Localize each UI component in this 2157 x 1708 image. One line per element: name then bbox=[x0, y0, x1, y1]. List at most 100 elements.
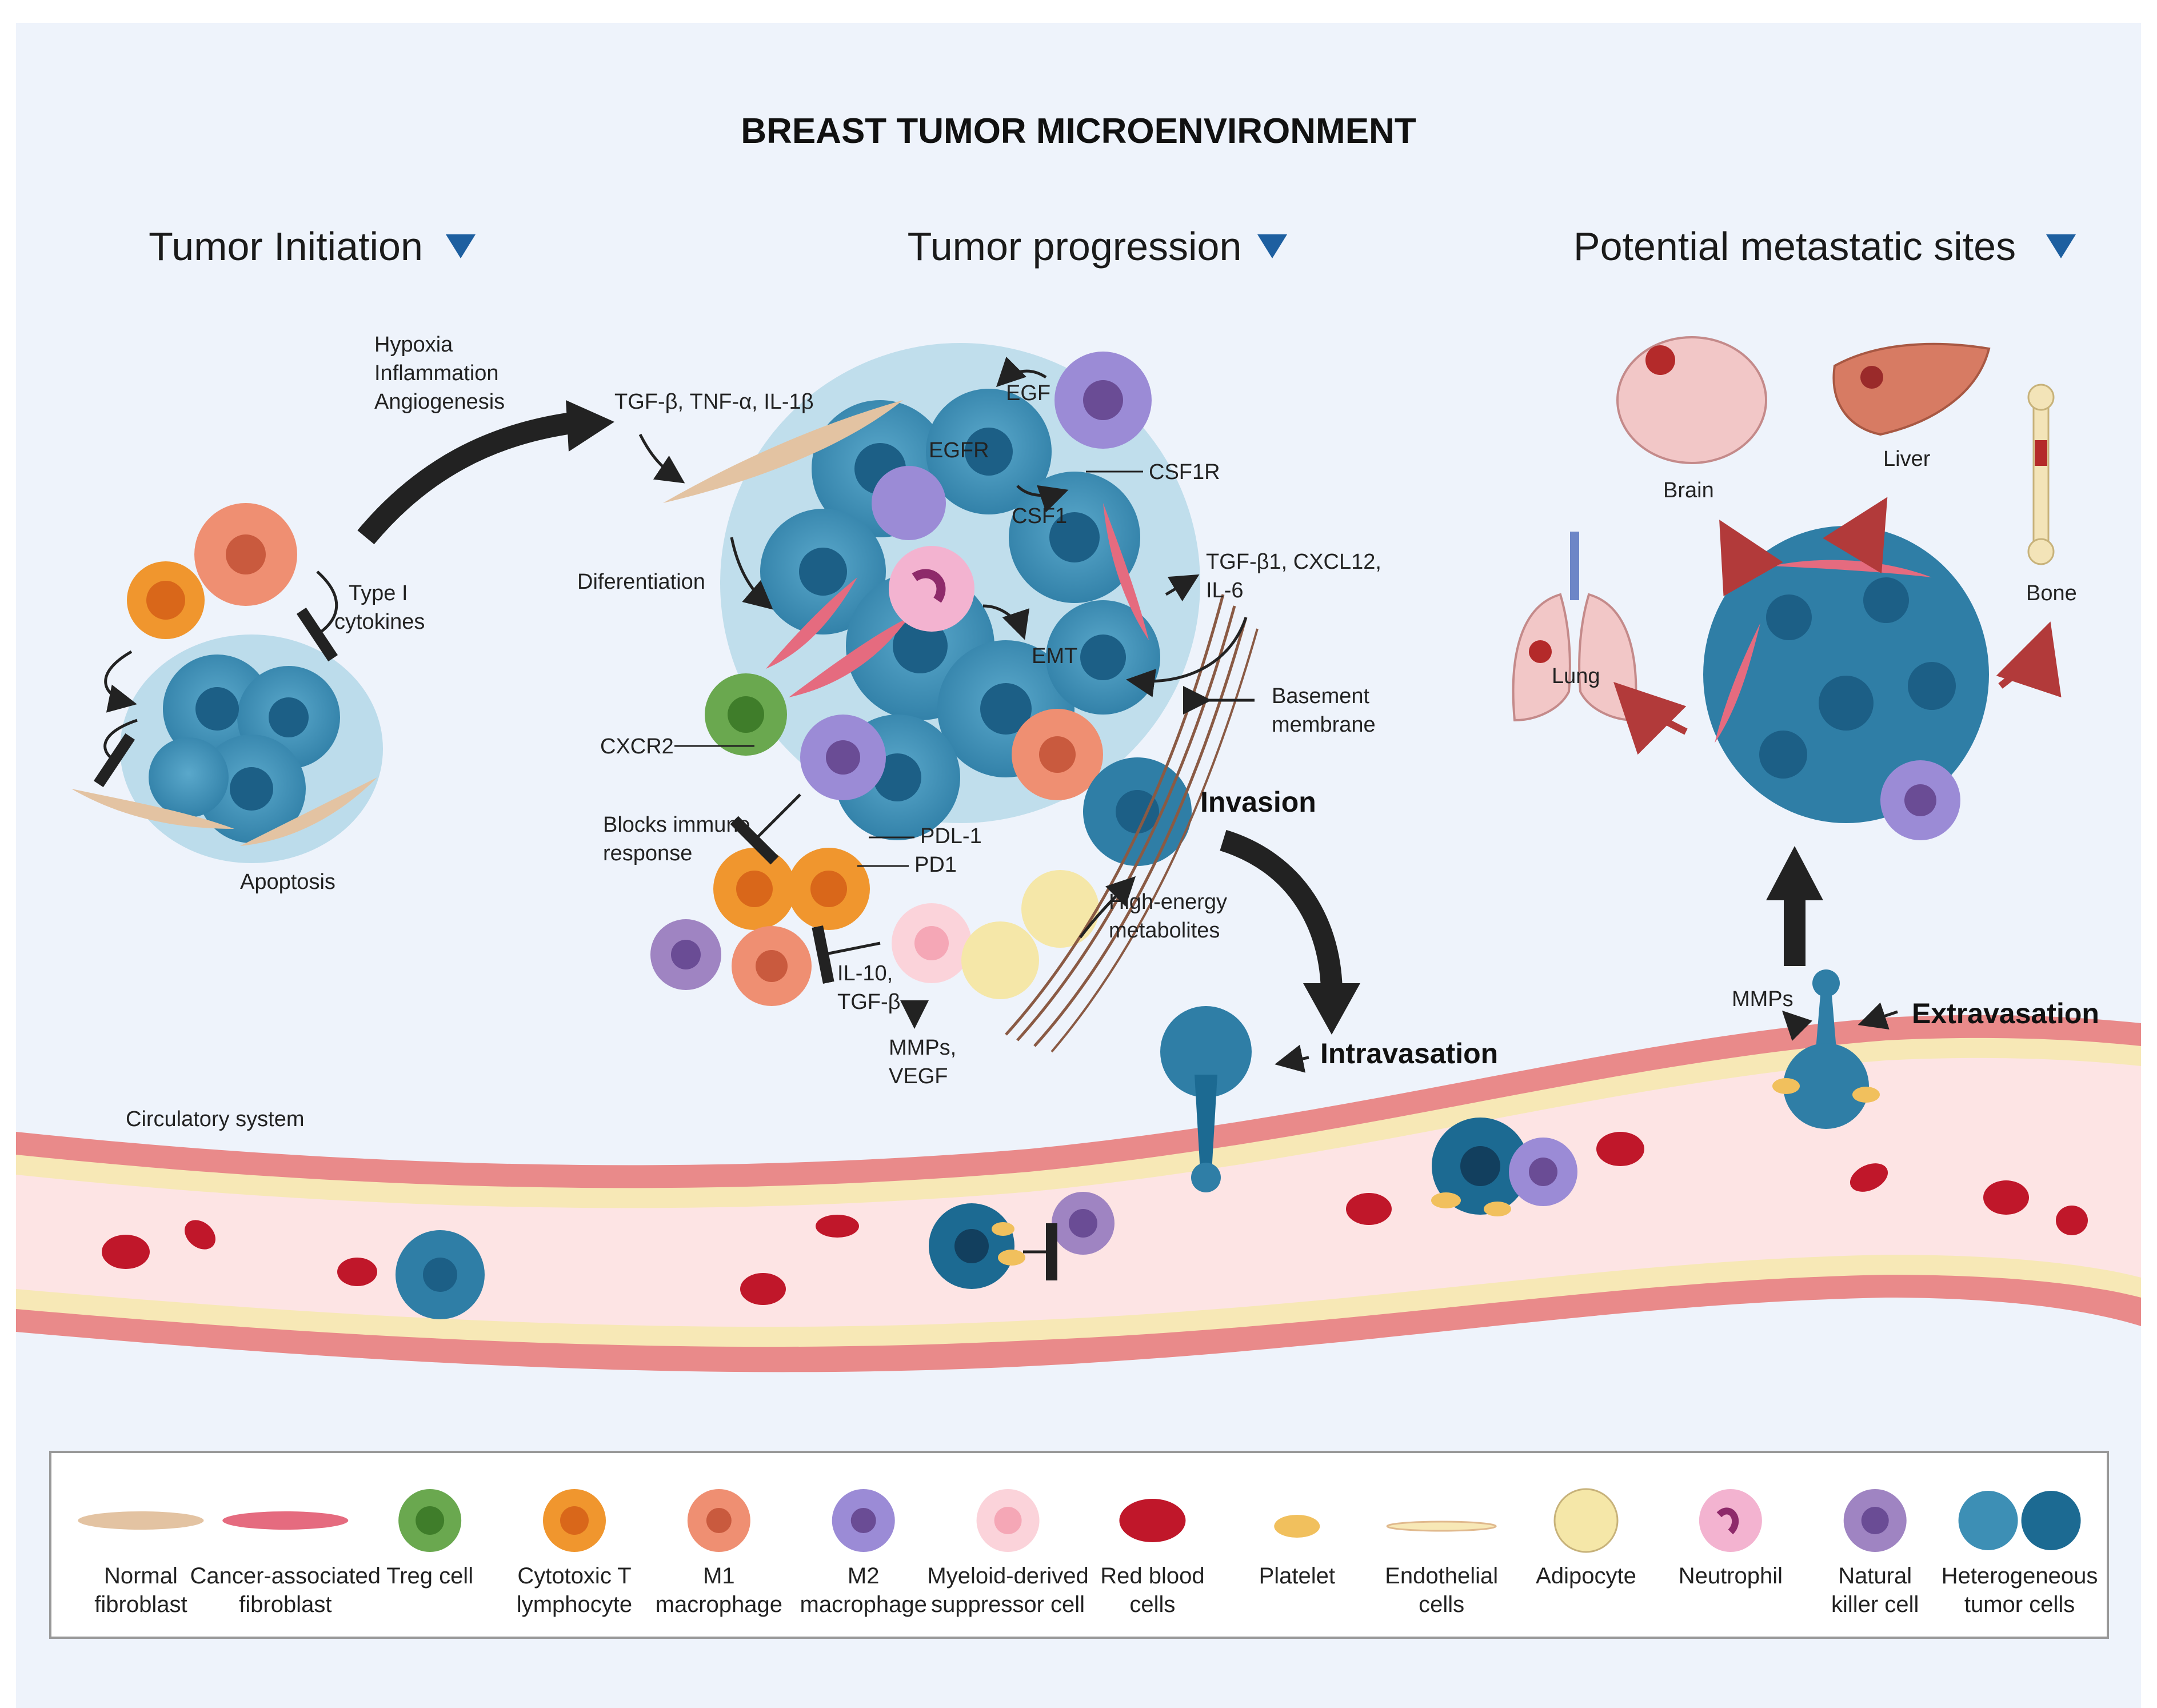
tumor-nucleus bbox=[269, 697, 309, 737]
tumor-nucleus bbox=[1759, 731, 1807, 779]
macrophage-nucleus bbox=[1083, 380, 1123, 420]
red-blood-cell bbox=[337, 1258, 377, 1286]
legend-label-line2: suppressor cell bbox=[931, 1592, 1085, 1617]
macrophage-nucleus bbox=[826, 740, 860, 775]
tumor-nucleus bbox=[1080, 634, 1126, 680]
tumor-nk-cluster bbox=[1431, 1118, 1577, 1216]
legend-label-line2: killer cell bbox=[1831, 1592, 1919, 1617]
extravasating-tumor-cell bbox=[1772, 969, 1880, 1129]
red-blood-cell bbox=[102, 1235, 150, 1269]
macrophage-nucleus bbox=[756, 950, 788, 982]
tumor-nucleus bbox=[1116, 790, 1159, 833]
legend-item: Natural killer cell bbox=[1831, 1489, 1919, 1617]
adipocyte-icon bbox=[1553, 1488, 1619, 1553]
legend-label-line2: fibroblast bbox=[239, 1592, 331, 1617]
circulating-tumor-cell bbox=[396, 1230, 485, 1319]
metastasis-arrow-lung bbox=[1613, 682, 1688, 755]
inhibition-arrow bbox=[730, 793, 801, 865]
mdsc-nucleus bbox=[914, 926, 949, 960]
t-cell-nucleus bbox=[736, 871, 773, 907]
egf-label: EGF bbox=[1006, 381, 1050, 405]
legend-label-line1: Cancer-associated bbox=[190, 1563, 381, 1589]
tumor-nucleus bbox=[980, 683, 1032, 735]
metastasis-arrow-brain bbox=[1719, 520, 1783, 597]
red-blood-cell bbox=[1596, 1132, 1644, 1166]
signal-arrow bbox=[638, 433, 685, 484]
tumor-nucleus bbox=[873, 753, 921, 801]
type1-cytokines-line2: cytokines bbox=[334, 610, 425, 634]
section-heading-metastatic: Potential metastatic sites bbox=[1573, 224, 2076, 269]
legend-label-line2: lymphocyte bbox=[517, 1592, 632, 1617]
cytokine-arrow bbox=[104, 650, 137, 713]
legend-label-line1: Natural bbox=[1838, 1563, 1912, 1589]
hypoxia-label: Hypoxia bbox=[374, 333, 453, 357]
m2-macrophage bbox=[872, 466, 946, 540]
chevron-down-icon bbox=[1257, 234, 1287, 258]
high-energy-line1: High-energy bbox=[1109, 890, 1227, 914]
extravasation-pointer bbox=[1858, 1002, 1898, 1030]
metastasis-arrow-bone bbox=[1996, 621, 2062, 698]
t-cell-nucleus bbox=[810, 871, 847, 907]
basement-label-line2: membrane bbox=[1272, 713, 1376, 737]
legend-label-line1: Adipocyte bbox=[1536, 1563, 1636, 1589]
treg-nucleus bbox=[728, 696, 764, 733]
tumor-nucleus bbox=[195, 687, 239, 731]
tumor-nucleus bbox=[893, 618, 948, 673]
basement-label-line1: Basement bbox=[1272, 684, 1370, 708]
tumor-nucleus bbox=[799, 548, 847, 596]
type1-cytokines-line1: Type I bbox=[349, 581, 408, 605]
myeloid-derived-suppressor-cell-icon bbox=[976, 1489, 1040, 1552]
bone-label: Bone bbox=[2026, 581, 2077, 605]
legend-label-line2: fibroblast bbox=[94, 1592, 187, 1617]
m2-macrophage-icon bbox=[832, 1489, 895, 1552]
legend-label-line1: M1 bbox=[703, 1563, 735, 1589]
tumor-nucleus bbox=[1863, 577, 1909, 623]
legend-label-line1: Myeloid-derived bbox=[927, 1563, 1088, 1589]
macrophage-nucleus bbox=[1039, 736, 1076, 773]
tumor-nucleus bbox=[965, 428, 1013, 476]
endothelial-cell-icon bbox=[1386, 1521, 1497, 1532]
inhibition-arrow bbox=[93, 719, 138, 788]
cxcr2-label: CXCR2 bbox=[600, 735, 674, 759]
nk-nucleus bbox=[671, 940, 701, 969]
emt-arrow bbox=[982, 604, 1030, 640]
circulatory-system-label: Circulatory system bbox=[126, 1107, 305, 1131]
inhibition-arrow bbox=[296, 570, 338, 662]
mmps-vegf-line2: VEGF bbox=[889, 1064, 948, 1088]
cancer-associated-fibroblast-icon bbox=[222, 1511, 349, 1530]
normal-fibroblast bbox=[240, 777, 377, 846]
chevron-down-icon bbox=[446, 234, 476, 258]
apoptosis-label: Apoptosis bbox=[240, 870, 335, 894]
section-heading-progression: Tumor progression bbox=[908, 224, 1287, 269]
macrophage-nucleus bbox=[226, 534, 266, 574]
diagram-title: BREAST TUMOR MICROENVIRONMENT bbox=[741, 111, 1416, 151]
brain-organ bbox=[1616, 336, 1767, 464]
legend-item: Adipocyte bbox=[1536, 1488, 1636, 1589]
blocks-immune-line2: response bbox=[603, 841, 692, 865]
normal-fibroblast bbox=[663, 400, 903, 503]
section-heading-initiation: Tumor Initiation bbox=[149, 224, 476, 269]
differentiation-label: Diferentiation bbox=[577, 570, 705, 594]
progression-heading-text: Tumor progression bbox=[908, 224, 1242, 269]
cancer-associated-fibroblast bbox=[766, 577, 857, 669]
legend-item: Treg cell bbox=[386, 1489, 473, 1589]
tgf-tnf-il1b-label: TGF-β, TNF-α, IL-1β bbox=[614, 390, 814, 414]
red-blood-cell bbox=[1850, 1163, 1888, 1192]
liver-label: Liver bbox=[1883, 447, 1931, 471]
legend-label-line2: cells bbox=[1419, 1592, 1464, 1617]
cancer-associated-fibroblast bbox=[1715, 623, 1760, 743]
t-cell-nucleus bbox=[146, 581, 185, 620]
invasion-label: Invasion bbox=[1200, 786, 1316, 818]
legend-label-line1: Neutrophil bbox=[1679, 1563, 1783, 1589]
arrowhead bbox=[1766, 846, 1823, 900]
tgfb1-label-line2: IL-6 bbox=[1206, 578, 1243, 602]
metastasis-arrow-liver bbox=[1823, 497, 1888, 574]
tumor-nucleus bbox=[1819, 676, 1874, 731]
